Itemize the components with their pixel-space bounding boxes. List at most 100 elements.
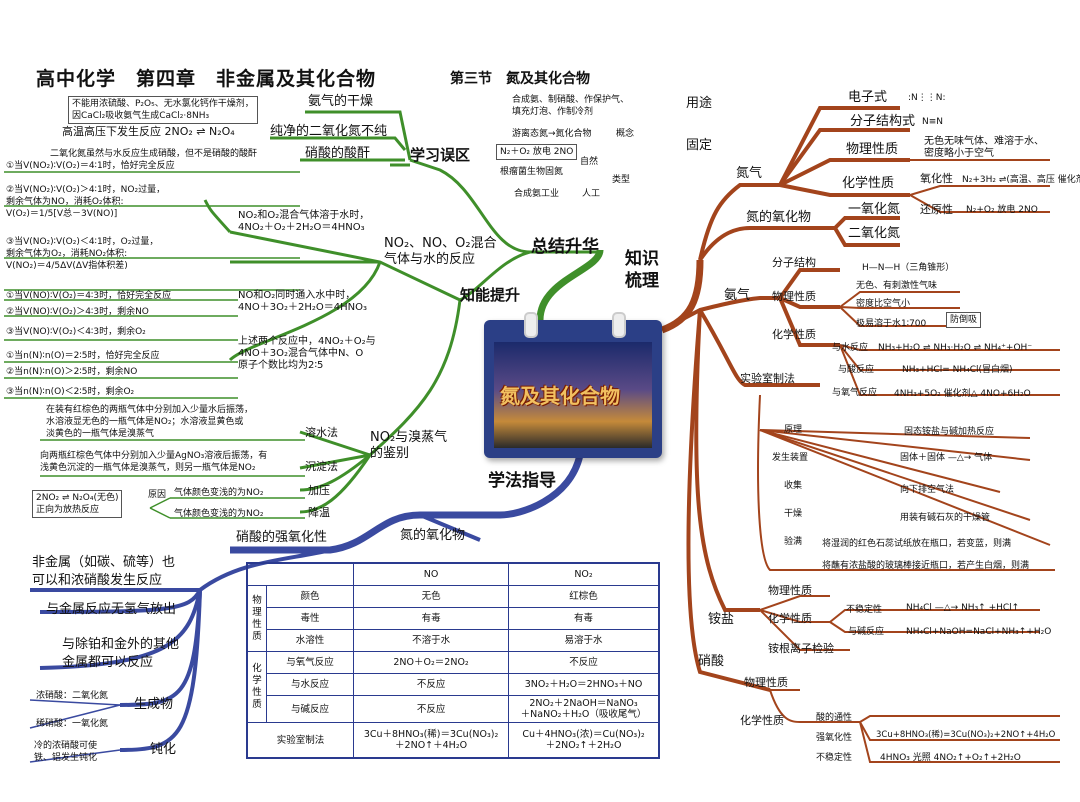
k-lab-apparatus: 发生装置 — [772, 453, 809, 463]
mistake-ammonia-dry: 氨气的干燥 — [308, 94, 374, 109]
binder-ring — [524, 312, 538, 338]
no2-o2-case-1: ①当V(NO₂)∶V(O₂)＝4∶1时，恰好完全反应 — [6, 161, 175, 171]
pressurize-note: 气体颜色变浅的为NO₂ — [174, 488, 264, 498]
k-lab-dry-val: 用装有碱石灰的干燥管 — [900, 513, 991, 523]
summary-artificial-note: 合成氨工业 — [514, 189, 560, 199]
no-o2-case-2: ②当V(NO)∶V(O₂)＞4∶3时，剩余NO — [6, 307, 149, 317]
k-nh3-chem: 化学性质 — [772, 328, 816, 341]
table-row: 实验室制法 3Cu＋8HNO₃(稀)＝3Cu(NO₃)₂ ＋2NO↑＋4H₂O … — [246, 722, 660, 759]
table-row: 与碱反应 不反应 2NO₂＋2NaOH＝NaNO₃ ＋NaNO₂＋H₂O（吸收尾… — [247, 695, 660, 723]
k-lab-full: 验满 — [784, 537, 803, 547]
products-dilute: 稀硝酸：一氧化氮 — [36, 719, 109, 729]
k-no2: 二氧化氮 — [848, 226, 901, 241]
water-method: 溶水法 — [305, 426, 338, 439]
k-nh3-phys: 物理性质 — [772, 290, 816, 303]
k-am-base: 与碱反应 — [848, 627, 885, 637]
k-nh3-phys-3: 极易溶于水1∶700 — [856, 319, 927, 329]
k-r-water-val: NH₃+H₂O ⇌ NH₃·H₂O ⇌ NH₄⁺+OH⁻ — [878, 343, 1033, 353]
mistake-no2-impure: 纯净的二氧化氮不纯 — [270, 124, 388, 139]
k-phys: 物理性质 — [846, 142, 899, 157]
mistake-nitric-anhydride: 硝酸的酸酐 — [305, 146, 371, 161]
table-cell: 有毒 — [508, 607, 660, 630]
bromine-title: NO₂与溴蒸气 的鉴别 — [370, 430, 448, 461]
table-cell: 2NO₂＋2NaOH＝NaNO₃ ＋NaNO₂＋H₂O（吸收尾气） — [508, 695, 660, 723]
table-group-chem: 化 学 性 质 — [246, 651, 267, 723]
k-structure: 分子结构式 — [850, 114, 916, 129]
nitric-strong-ox-title: 硝酸的强氧化性 — [236, 530, 328, 545]
table-cell: 不反应 — [508, 651, 660, 674]
k-lab-principle: 原理 — [784, 425, 803, 435]
k-n-strong-ox-val: 3Cu+8HNO₃(稀)=3Cu(NO₃)₂+2NO↑+4H₂O — [876, 730, 1056, 740]
k-n-unstable-val: 4HNO₃ 光照 4NO₂↑+O₂↑+2H₂O — [880, 753, 1021, 763]
table-cell: 易溶于水 — [508, 629, 660, 652]
no-o2-head: NO和O₂同时通入水中时， 4NO＋3O₂＋2H₂O＝4HNO₃ — [238, 290, 367, 313]
mistake-ammonia-dry-note: 不能用浓硫酸、P₂O₅、无水氯化钙作干燥剂， 因CaCl₂吸收氨气生成CaCl₂… — [68, 96, 258, 124]
k-lab-collect-val: 向下排空气法 — [900, 485, 955, 495]
k-ammonium: 铵盐 — [708, 612, 735, 627]
table-lab-label: 实验室制法 — [246, 722, 355, 759]
table-header-blank — [246, 562, 355, 586]
no2-o2-case-2: ②当V(NO₂)∶V(O₂)＞4∶1时，NO₂过量， 剩余气体为NO，消耗O₂体… — [6, 185, 166, 219]
table-cell: 毒性 — [265, 607, 355, 630]
cool-method: 降温 — [308, 506, 330, 519]
table-cell: 与碱反应 — [265, 695, 355, 723]
center-calendar-card: 氮及其化合物 — [484, 312, 662, 458]
n-o-case-2: ②当n(N)∶n(O)＞2∶5时，剩余NO — [6, 367, 138, 377]
k-n-strong-ox: 强氧化性 — [816, 733, 853, 743]
k-oxides: 氮的氧化物 — [746, 210, 812, 225]
k-nh3-phys-2: 密度比空气小 — [856, 299, 911, 309]
hub-method: 学法指导 — [488, 471, 556, 491]
table-cell: 3NO₂＋H₂O＝2HNO₃＋NO — [508, 673, 660, 696]
nitric-item-nonmetal: 非金属（如碳、硫等）也 可以和浓硝酸发生反应 — [32, 555, 176, 588]
hub-ability: 知能提升 — [460, 286, 521, 304]
k-electron-val: :N⋮⋮N: — [908, 93, 946, 103]
table-row: 物 理 性 质 颜色 无色 红棕色 — [246, 585, 660, 652]
table-cell: 2NO＋O₂＝2NO₂ — [353, 651, 510, 674]
table-cell: 与氧气反应 — [265, 651, 355, 674]
oxide-table-title: 氮的氧化物 — [400, 528, 466, 543]
hub-knowledge: 知识 梳理 — [625, 249, 659, 291]
k-structure-val: N≡N — [922, 117, 944, 127]
mistake-nitric-anhydride-note: 二氧化氮虽然与水反应生成硝酸，但不是硝酸的酸酐 — [50, 149, 258, 159]
k-lab-apparatus-val: 固体＋固体 —△→ 气体 — [900, 453, 993, 463]
n-o-ratio-head: 上述两个反应中，4NO₂＋O₂与 4NO＋3O₂混合气体中N、O 原子个数比均为… — [238, 336, 376, 371]
page-title: 高中化学 第四章 非金属及其化合物 — [36, 68, 377, 90]
factory-photo — [494, 342, 652, 448]
k-anti-suck: 防倒吸 — [946, 312, 982, 328]
section-title: 第三节 氮及其化合物 — [450, 71, 590, 87]
k-lab-dry: 干燥 — [784, 509, 803, 519]
k-am-test: 铵根离子检验 — [768, 642, 834, 655]
k-phys-val: 无色无味气体、难溶于水、 密度略小于空气 — [924, 136, 1044, 159]
k-nitric: 硝酸 — [698, 654, 725, 669]
table-row: 与水反应 不反应 3NO₂＋H₂O＝2HNO₃＋NO — [247, 673, 660, 696]
summary-concept-note: 游离态氮→氮化合物 — [512, 129, 592, 139]
k-r-oxygen: 与氧气反应 — [832, 388, 878, 398]
table-lab-no: 3Cu＋8HNO₃(稀)＝3Cu(NO₃)₂ ＋2NO↑＋4H₂O — [353, 722, 510, 759]
k-r-water: 与水反应 — [832, 343, 869, 353]
table-group-phys: 物 理 性 质 — [246, 585, 267, 652]
mistake-no2-impure-note: 高温高压下发生反应 2NO₂ ⇌ N₂O₄ — [62, 125, 235, 138]
k-r-oxygen-val: 4NH₃+5O₂ 催化剂△ 4NO+6H₂O — [894, 389, 1031, 399]
nitric-item-no-h2: 与金属反应无氢气放出 — [46, 602, 177, 617]
reason-note: 2NO₂ ⇌ N₂O₄(无色) 正向为放热反应 — [32, 490, 123, 518]
n-o-case-1: ①当n(N)∶n(O)＝2∶5时，恰好完全反应 — [6, 351, 160, 361]
k-lab-principle-val: 固态铵盐与碱加热反应 — [904, 427, 995, 437]
table-row: 化 学 性 质 与氧气反应 2NO＋O₂＝2NO₂ 不反应 — [246, 651, 660, 723]
summary-artificial: 人工 — [582, 189, 601, 199]
products-label: 生成物 — [134, 697, 174, 712]
k-am-unstable-val: NH₄Cl —△→ NH₃↑ +HCl↑ — [906, 603, 1020, 613]
hub-mistakes: 学习误区 — [410, 146, 471, 164]
summary-natural-note-1: N₂＋O₂ 放电 2NO — [496, 144, 578, 160]
k-oxid-val: N₂+3H₂ ⇌(高温、高压 催化剂) 2NH₃ — [962, 175, 1080, 185]
summary-natural-note-2: 根瘤菌生物固氮 — [500, 167, 564, 177]
no-o2-case-3: ③当V(NO)∶V(O₂)＜4∶3时，剩余O₂ — [6, 327, 146, 337]
summary-fix: 固定 — [686, 138, 713, 153]
water-method-note: 在装有红棕色的两瓶气体中分别加入少量水后振荡， 水溶液显无色的一瓶气体是NO₂；… — [46, 405, 254, 439]
k-am-base-val: NH₄Cl+NaOH=NaCl+NH₃↑+H₂O — [906, 627, 1052, 637]
cool-note: 气体颜色变浅的为NO₂ — [174, 509, 264, 519]
products-conc: 浓硝酸：二氧化氮 — [36, 691, 109, 701]
summary-natural: 自然 — [580, 157, 599, 167]
binder-ring — [612, 312, 626, 338]
no2-o2-case-3: ③当V(NO₂)∶V(O₂)＜4∶1时，O₂过量， 剩余气体为O₂，消耗NO₂体… — [6, 237, 159, 271]
k-lab-full-val: 将湿润的红色石蕊试纸放在瓶口，若变蓝，则满 — [822, 539, 1012, 549]
